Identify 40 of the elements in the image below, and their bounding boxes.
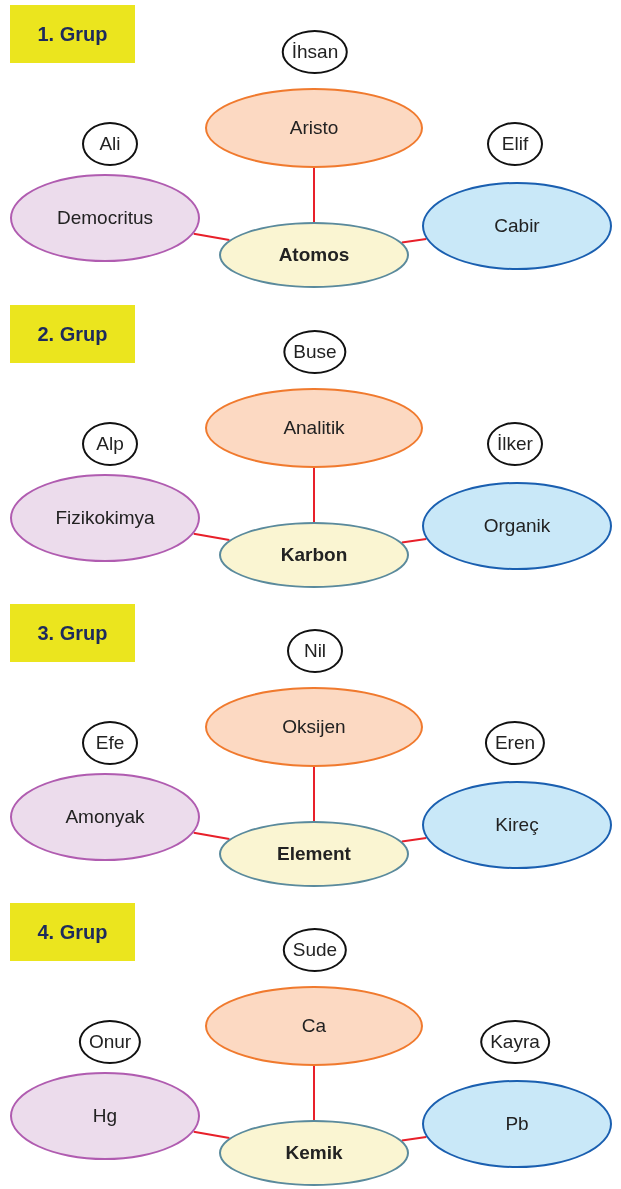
name-oval: Onur — [78, 1020, 142, 1064]
connector-line — [192, 532, 231, 541]
concept-ellipse: Organik — [422, 482, 612, 570]
concept-ellipse: Democritus — [10, 174, 200, 262]
connector-line — [313, 167, 315, 223]
name-oval: İhsan — [281, 30, 349, 74]
name-oval: Alp — [82, 422, 138, 466]
concept-ellipse: Hg — [10, 1072, 200, 1160]
concept-ellipse: Analitik — [205, 388, 423, 468]
concept-ellipse: Amonyak — [10, 773, 200, 861]
concept-ellipse: Ca — [205, 986, 423, 1066]
group-label: 4. Grup — [10, 903, 135, 961]
group-label: 2. Grup — [10, 305, 135, 363]
concept-ellipse: Atomos — [219, 222, 409, 288]
concept-ellipse: Karbon — [219, 522, 409, 588]
concept-ellipse: Oksijen — [205, 687, 423, 767]
name-oval: Eren — [484, 721, 546, 765]
group-label: 1. Grup — [10, 5, 135, 63]
connector-line — [192, 831, 231, 840]
name-oval: Elif — [487, 122, 543, 166]
concept-ellipse: Element — [219, 821, 409, 887]
name-oval: Kayra — [480, 1020, 550, 1064]
connector-line — [313, 467, 315, 523]
name-oval: Nil — [287, 629, 343, 673]
connector-line — [313, 766, 315, 822]
connector-line — [192, 1130, 231, 1139]
connector-line — [313, 1065, 315, 1121]
concept-ellipse: Cabir — [422, 182, 612, 270]
group-label: 3. Grup — [10, 604, 135, 662]
name-oval: Efe — [82, 721, 138, 765]
concept-ellipse: Aristo — [205, 88, 423, 168]
concept-ellipse: Fizikokimya — [10, 474, 200, 562]
name-oval: İlker — [487, 422, 543, 466]
concept-ellipse: Kireç — [422, 781, 612, 869]
name-oval: Ali — [82, 122, 138, 166]
concept-ellipse: Pb — [422, 1080, 612, 1168]
connector-line — [192, 232, 231, 241]
name-oval: Buse — [283, 330, 347, 374]
concept-ellipse: Kemik — [219, 1120, 409, 1186]
name-oval: Sude — [282, 928, 348, 972]
